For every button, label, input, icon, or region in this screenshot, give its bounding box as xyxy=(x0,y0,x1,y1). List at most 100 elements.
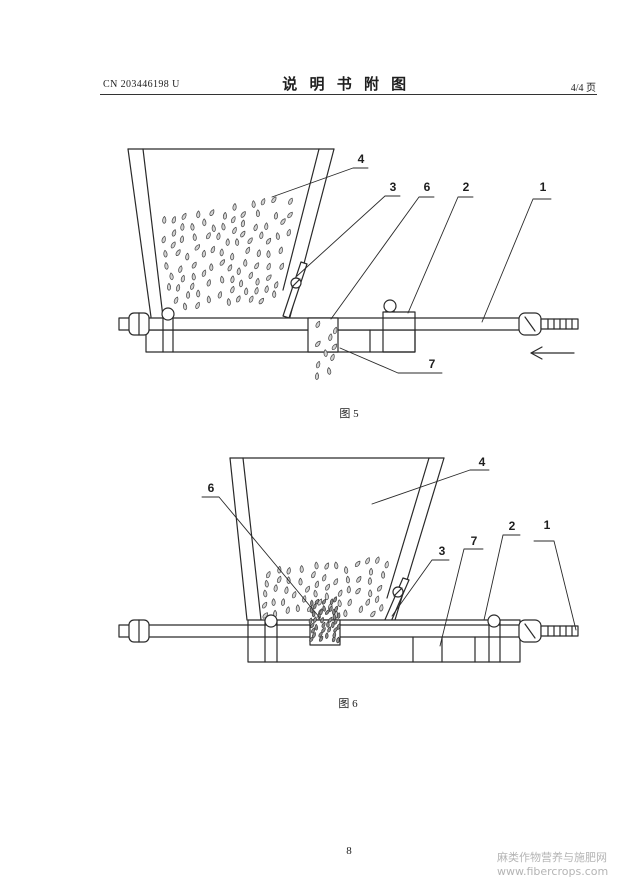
rail-end-left xyxy=(118,312,150,336)
seed xyxy=(254,286,259,295)
seed xyxy=(202,218,207,227)
seed xyxy=(313,616,317,623)
part-label: 3 xyxy=(439,544,446,558)
header-rule xyxy=(100,94,597,95)
watermark-site-name: 麻类作物营养与施肥网 xyxy=(497,851,607,864)
seed-particles xyxy=(161,196,293,311)
seed xyxy=(347,598,352,607)
seed xyxy=(190,282,195,290)
bolt-head-left xyxy=(264,614,278,628)
seed xyxy=(381,570,386,579)
seed xyxy=(332,631,337,639)
seed xyxy=(317,598,323,606)
rail-end-right xyxy=(518,619,579,643)
leader-line xyxy=(483,534,521,621)
seed xyxy=(384,560,389,569)
seed xyxy=(225,238,230,246)
seed xyxy=(330,353,335,361)
seed xyxy=(244,287,249,296)
seed xyxy=(322,605,326,612)
seed xyxy=(262,601,268,609)
hopper xyxy=(229,457,445,621)
seed xyxy=(333,596,338,603)
block-end-box xyxy=(382,311,416,353)
seed xyxy=(243,258,248,267)
seed xyxy=(181,212,187,220)
seed xyxy=(230,285,235,294)
seed xyxy=(230,252,235,261)
seed xyxy=(230,216,236,224)
gate-bolt-slot xyxy=(291,278,301,288)
seed xyxy=(251,200,256,208)
seed xyxy=(310,622,315,628)
seed xyxy=(314,580,320,589)
part-label: 1 xyxy=(540,180,547,194)
seed xyxy=(333,578,339,586)
seed xyxy=(247,237,253,244)
seed xyxy=(210,245,216,254)
seed xyxy=(311,571,316,579)
seed xyxy=(368,567,373,576)
leader-line xyxy=(481,198,552,323)
seed xyxy=(230,275,235,284)
seed xyxy=(262,612,268,619)
seed xyxy=(175,249,181,256)
seed xyxy=(280,218,286,225)
seed xyxy=(255,209,260,218)
seed xyxy=(271,196,277,204)
page-title: 说 明 书 附 图 xyxy=(282,75,410,93)
seed xyxy=(320,617,324,624)
seed xyxy=(329,598,334,605)
seed xyxy=(318,636,324,642)
seed xyxy=(334,605,339,612)
seed xyxy=(206,295,211,304)
seed xyxy=(336,636,340,644)
seed xyxy=(222,211,227,220)
seed xyxy=(336,623,341,630)
part-label: 6 xyxy=(424,180,431,194)
rail-end-right-head-slot xyxy=(524,623,536,639)
seed xyxy=(273,584,278,592)
seed xyxy=(235,295,241,303)
part-label: 7 xyxy=(471,534,478,548)
seed xyxy=(240,230,246,238)
seed xyxy=(164,262,169,270)
seed xyxy=(287,211,293,219)
part-label: 1 xyxy=(544,518,551,532)
seed xyxy=(258,297,264,305)
part-label: 6 xyxy=(208,481,215,495)
seed xyxy=(253,223,258,232)
hopper-left-wall-outer xyxy=(229,457,248,621)
seed xyxy=(318,631,323,638)
seed xyxy=(248,271,253,279)
page-count: 4/4 页 xyxy=(570,83,596,94)
hopper-left-wall-inner xyxy=(142,148,164,318)
seed xyxy=(196,289,201,298)
seed xyxy=(239,279,244,288)
seed xyxy=(355,587,361,595)
seed xyxy=(265,571,271,579)
leader-line xyxy=(201,496,321,619)
seed xyxy=(227,264,233,272)
part-label: 7 xyxy=(429,357,436,371)
seed xyxy=(264,285,269,293)
seed xyxy=(206,279,211,287)
part-labels: 4 6 3 7 2 1 xyxy=(208,455,551,558)
arrow-head xyxy=(530,346,543,360)
seed xyxy=(286,228,291,237)
seed xyxy=(265,237,272,245)
seed xyxy=(226,298,231,306)
seed xyxy=(196,210,201,219)
seed xyxy=(216,232,221,241)
leader-line xyxy=(439,548,484,647)
leader-lines xyxy=(271,167,552,374)
watermark-url: www.fibercrops.com xyxy=(497,865,609,878)
page-number: 8 xyxy=(346,845,352,857)
seed xyxy=(191,272,196,281)
bolt-head-left xyxy=(161,307,175,321)
seed xyxy=(343,609,348,618)
seed xyxy=(209,209,215,217)
seed xyxy=(278,246,283,255)
falling-seeds xyxy=(314,320,338,380)
seed xyxy=(377,585,383,592)
